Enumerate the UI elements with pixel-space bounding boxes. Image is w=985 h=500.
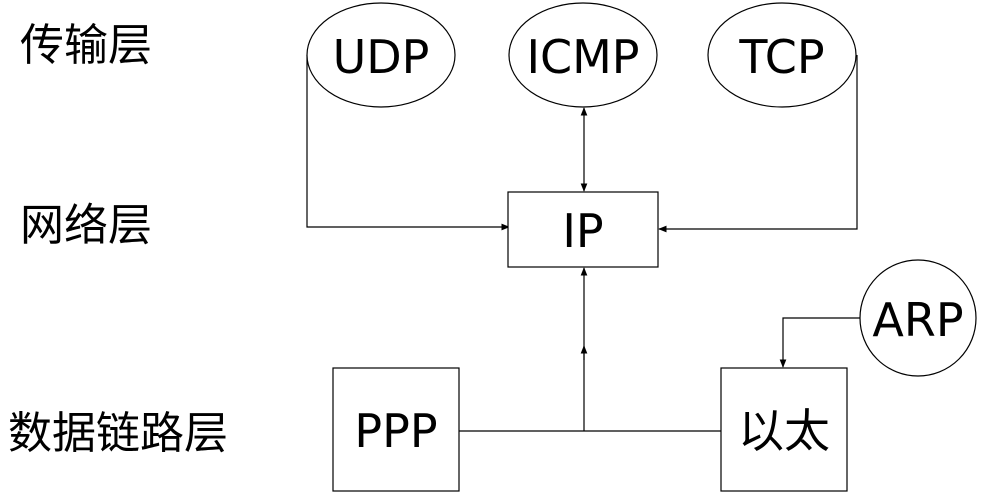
icmp-label: ICMP [526, 30, 639, 84]
arp-to-ethernet-line [779, 317, 860, 368]
layer-label-network: 网络层 [20, 200, 152, 251]
ppp-node: PPP [332, 367, 460, 492]
ethernet-label: 以太 [738, 404, 830, 458]
icmp-node: ICMP [508, 2, 658, 108]
tcp-label: TCP [738, 30, 824, 84]
ip-node: IP [507, 191, 659, 268]
ethernet-node: 以太 [720, 367, 848, 492]
ppp-label: PPP [354, 404, 437, 458]
udp-label: UDP [333, 30, 430, 84]
udp-to-ip-line [306, 55, 510, 231]
ip-label: IP [562, 204, 603, 258]
arp-node: ARP [859, 259, 977, 377]
arp-label: ARP [872, 293, 963, 347]
tcp-node: TCP [707, 2, 857, 108]
layer-label-datalink: 数据链路层 [8, 408, 228, 459]
tcp-to-ip-line [658, 55, 858, 233]
layer-label-transport: 传输层 [20, 20, 152, 71]
udp-node: UDP [306, 2, 456, 108]
